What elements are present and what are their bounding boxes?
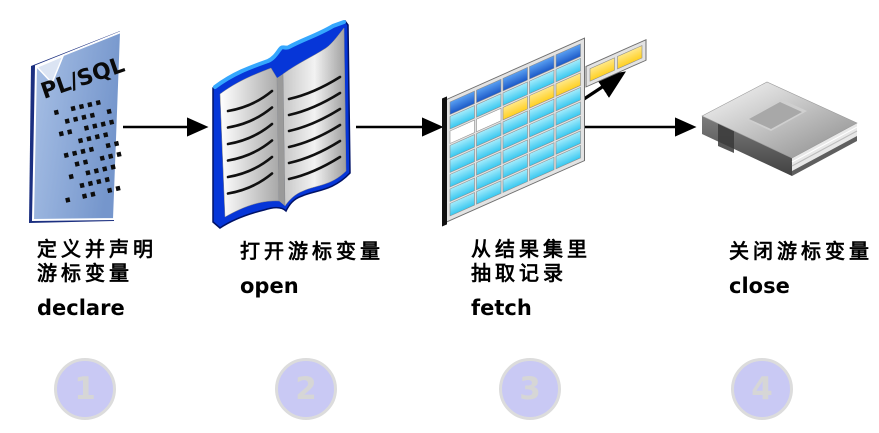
open-book-icon: [212, 20, 351, 229]
step-3-label: 从结果集里 抽取记录 fetch: [471, 237, 591, 320]
book-text-lines: [226, 75, 342, 195]
step-1-zh-line1: 定义并声明: [37, 237, 157, 261]
step-2-zh-line1: 打开游标变量: [240, 239, 384, 263]
extracted-row-cells: [589, 45, 643, 82]
step-badge-1: 1: [54, 358, 116, 420]
extracted-row-strip: [585, 39, 647, 88]
step-2-keyword: open: [240, 274, 299, 298]
step-1-label: 定义并声明 游标变量 declare: [37, 237, 157, 320]
step-4-zh-line1: 关闭游标变量: [729, 239, 873, 263]
step-1-keyword: declare: [37, 296, 125, 320]
step-badge-2: 2: [275, 358, 337, 420]
diagram-graphics: PL/SQL: [29, 20, 858, 229]
step-3-keyword: fetch: [471, 296, 532, 320]
table-cells: [449, 43, 581, 217]
code-dots-pattern: [53, 99, 122, 203]
plsql-document-icon: PL/SQL: [29, 30, 128, 223]
step-4-label: 关闭游标变量 close: [729, 239, 873, 298]
step-4-keyword: close: [729, 274, 790, 298]
closed-book-icon: [701, 81, 858, 176]
step-1-zh-line2: 游标变量: [37, 261, 133, 285]
step-2-label: 打开游标变量 open: [240, 239, 384, 298]
fetch-extract-arrow: [583, 71, 627, 101]
step-3-zh-line2: 抽取记录: [471, 261, 567, 285]
step-badge-3: 3: [499, 358, 561, 420]
step-3-zh-line1: 从结果集里: [471, 237, 591, 261]
step-badge-4: 4: [731, 358, 793, 420]
result-table-icon: [442, 37, 647, 227]
